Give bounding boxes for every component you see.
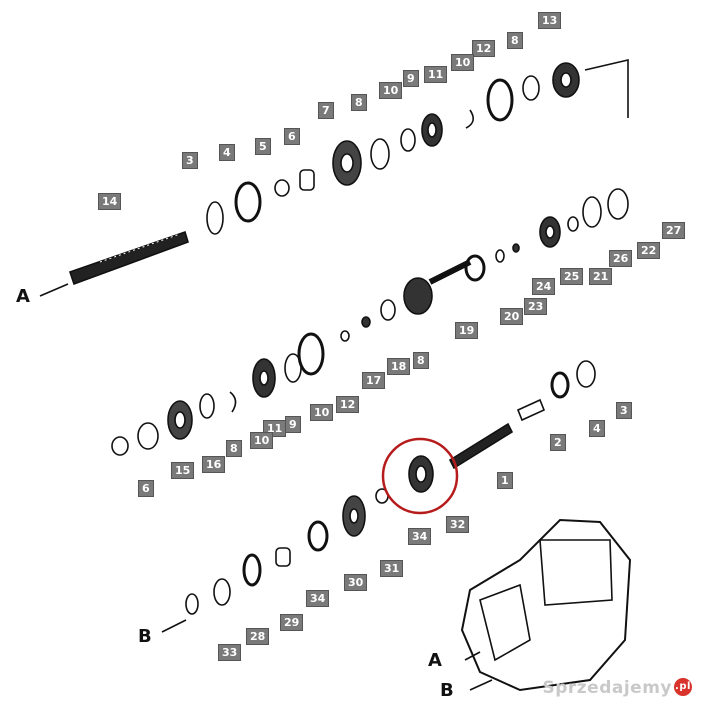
- ring-10-part: [400, 128, 416, 152]
- callout-tag: 19: [455, 322, 479, 339]
- callout-tag: 6: [138, 480, 154, 497]
- b-housing-line: [469, 679, 493, 691]
- snapring-27-part: [607, 188, 629, 220]
- ring-8-part-b: [370, 138, 390, 170]
- bearing-29-part: [242, 553, 262, 587]
- callout-tag: 22: [637, 242, 661, 259]
- bearing-4-low-part: [550, 371, 570, 399]
- callout-tag: 5: [255, 138, 271, 155]
- callout-tag: 26: [609, 250, 633, 267]
- a-housing-line: [464, 651, 481, 661]
- ring-8-low-part: [199, 393, 215, 419]
- callout-tag: 16: [202, 456, 226, 473]
- callout-tag: 3: [182, 152, 198, 169]
- a-arrow-line: [39, 283, 69, 297]
- callout-tag: 24: [532, 278, 556, 295]
- spring-9-part: [229, 391, 237, 413]
- sleeve-34-part: [275, 547, 291, 567]
- callout-tag: 31: [380, 560, 404, 577]
- callout-tag: 12: [336, 396, 360, 413]
- watermark-logo-icon: .pl: [674, 678, 692, 696]
- ring-26-part: [582, 196, 602, 228]
- ball-17-part: [340, 330, 350, 342]
- callout-tag: 14: [98, 193, 122, 210]
- ring-8-mid-part: [380, 299, 396, 321]
- callout-tag: 34: [306, 590, 330, 607]
- callout-tag: 9: [403, 70, 419, 87]
- callout-tag: 10: [250, 432, 274, 449]
- ring-33-part: [185, 593, 199, 615]
- shaft-14-part: [68, 230, 189, 286]
- callout-tag: 10: [310, 404, 334, 421]
- callout-tag: 4: [219, 144, 235, 161]
- ring-8-part: [522, 75, 540, 101]
- ring-30-part: [307, 520, 329, 552]
- bearing-4-part: [234, 181, 262, 223]
- sleeve-6-part: [299, 169, 315, 191]
- callout-tag: 30: [344, 574, 368, 591]
- callout-tag: 32: [446, 516, 470, 533]
- ring-10-mid-part: [284, 353, 302, 383]
- callout-tag: 2: [550, 434, 566, 451]
- callout-tag: 8: [413, 352, 429, 369]
- callout-tag: 9: [285, 416, 301, 433]
- callout-tag: 10: [379, 82, 403, 99]
- callout-tag: 28: [246, 628, 270, 645]
- callout-tag: 8: [507, 32, 523, 49]
- callout-tag: 34: [408, 528, 432, 545]
- callout-tag: 27: [662, 222, 686, 239]
- callout-tag: 33: [218, 644, 242, 661]
- callout-tag: 18: [387, 358, 411, 375]
- highlight-circle: [381, 437, 459, 515]
- b-arrow-line: [161, 619, 187, 633]
- callout-tag: 4: [589, 420, 605, 437]
- clip-part: [465, 109, 474, 129]
- washer-21-part: [567, 216, 579, 232]
- synchro-12-part: [297, 332, 325, 376]
- callout-tag: 23: [524, 298, 548, 315]
- callout-tag: 15: [171, 462, 195, 479]
- callout-tag: 3: [616, 402, 632, 419]
- callout-tag: 20: [500, 308, 524, 325]
- gear-19-part: [403, 277, 433, 315]
- nut-5-part: [274, 179, 290, 197]
- callout-tag: 21: [589, 268, 613, 285]
- snapring-3-low-part: [576, 360, 596, 388]
- housing-outline: [460, 518, 632, 692]
- callout-tag: 29: [280, 614, 304, 631]
- callout-tag: 10: [451, 54, 475, 71]
- callout-tag: 12: [472, 40, 496, 57]
- watermark-text: Sprzedajemy: [542, 678, 672, 698]
- callout-tag: 13: [538, 12, 562, 29]
- callout-tag: 8: [226, 440, 242, 457]
- housing-leader-line: [584, 58, 629, 118]
- assembly-b-label: B: [138, 626, 152, 647]
- callout-tag: 25: [560, 268, 584, 285]
- callout-tag: 8: [351, 94, 367, 111]
- input-shaft-part: [428, 259, 472, 285]
- bearing-20-part: [464, 254, 486, 282]
- watermark: Sprzedajemy.pl: [542, 678, 692, 698]
- ball-18-part: [361, 316, 371, 328]
- ring-12-part: [486, 78, 514, 122]
- assembly-a-label: A: [16, 286, 30, 307]
- sleeve-2-part: [516, 398, 546, 422]
- housing-b-label: B: [440, 680, 454, 701]
- washer-23-part: [495, 249, 505, 263]
- housing-a-label: A: [428, 650, 442, 671]
- callout-tag: 11: [424, 66, 448, 83]
- callout-tag: 1: [497, 472, 513, 489]
- snapring-3-part: [206, 201, 224, 235]
- bushing-6-part: [111, 436, 129, 456]
- shaft-1-part: [448, 422, 514, 470]
- gear-15-part: [137, 422, 159, 450]
- callout-tag: 17: [362, 372, 386, 389]
- callout-tag: 6: [284, 128, 300, 145]
- callout-tag: 7: [318, 102, 334, 119]
- ball-24-part: [512, 243, 520, 253]
- ring-28-part: [213, 578, 231, 606]
